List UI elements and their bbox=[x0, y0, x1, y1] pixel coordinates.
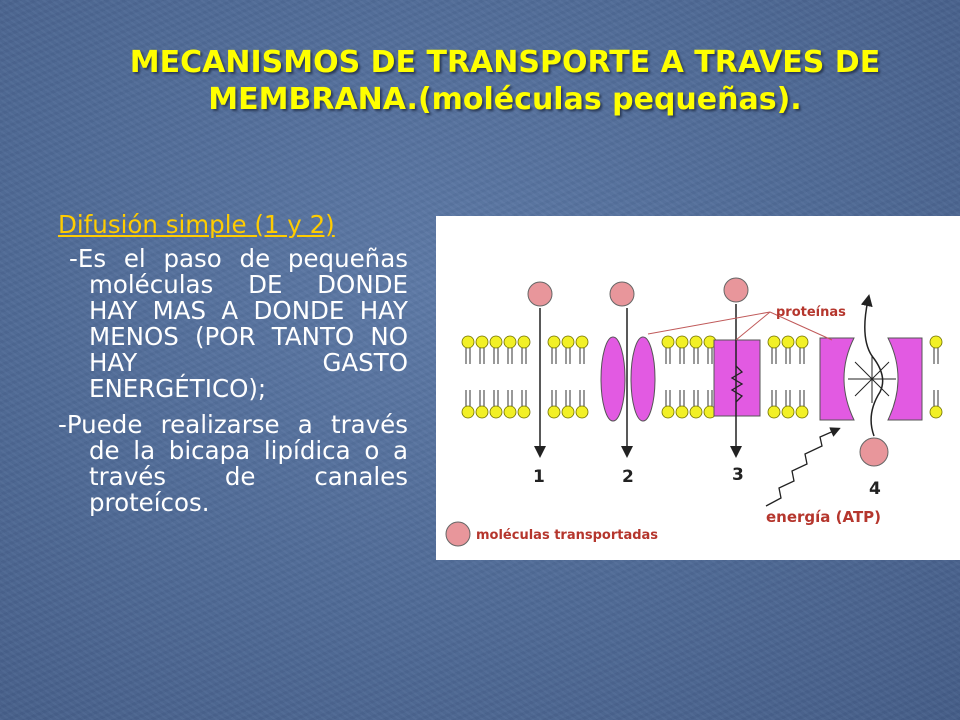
legend-text: moléculas transportadas bbox=[476, 528, 658, 543]
carrier-protein bbox=[713, 339, 761, 417]
legend-molecule-icon bbox=[445, 521, 471, 547]
label-proteins: proteínas bbox=[776, 305, 846, 320]
legend: moléculas transportadas bbox=[445, 521, 658, 547]
number-3: 3 bbox=[732, 465, 744, 485]
title-line-2: MEMBRANA.(moléculas pequeñas). bbox=[208, 82, 802, 117]
number-4: 4 bbox=[869, 479, 881, 499]
number-1: 1 bbox=[533, 467, 545, 487]
slide-title: MECANISMOS DE TRANSPORTE A TRAVES DE MEM… bbox=[110, 44, 900, 118]
label-energy-atp: energía (ATP) bbox=[766, 508, 881, 526]
molecules bbox=[527, 277, 889, 467]
paragraph-definition: -Es el paso de pequeñas moléculas DE DON… bbox=[69, 244, 408, 403]
protein-pointer-lines bbox=[647, 311, 833, 341]
transport-arrows bbox=[534, 294, 884, 458]
membrane-diagram: proteínas 1 2 3 4 energía (ATP) molécula… bbox=[436, 216, 960, 560]
section-subtitle: Difusión simple (1 y 2) bbox=[58, 210, 335, 239]
text-column: Difusión simple (1 y 2) -Es el paso de p… bbox=[58, 212, 408, 516]
title-line-1: MECANISMOS DE TRANSPORTE A TRAVES DE bbox=[129, 45, 881, 80]
number-2: 2 bbox=[622, 467, 634, 487]
paragraph-pathways: -Puede realizarse a través de la bicapa … bbox=[58, 410, 408, 517]
channel-protein bbox=[600, 336, 656, 422]
energy-zigzag bbox=[765, 427, 841, 507]
pump-protein bbox=[819, 337, 923, 421]
pump-rotor-icon bbox=[848, 355, 896, 403]
